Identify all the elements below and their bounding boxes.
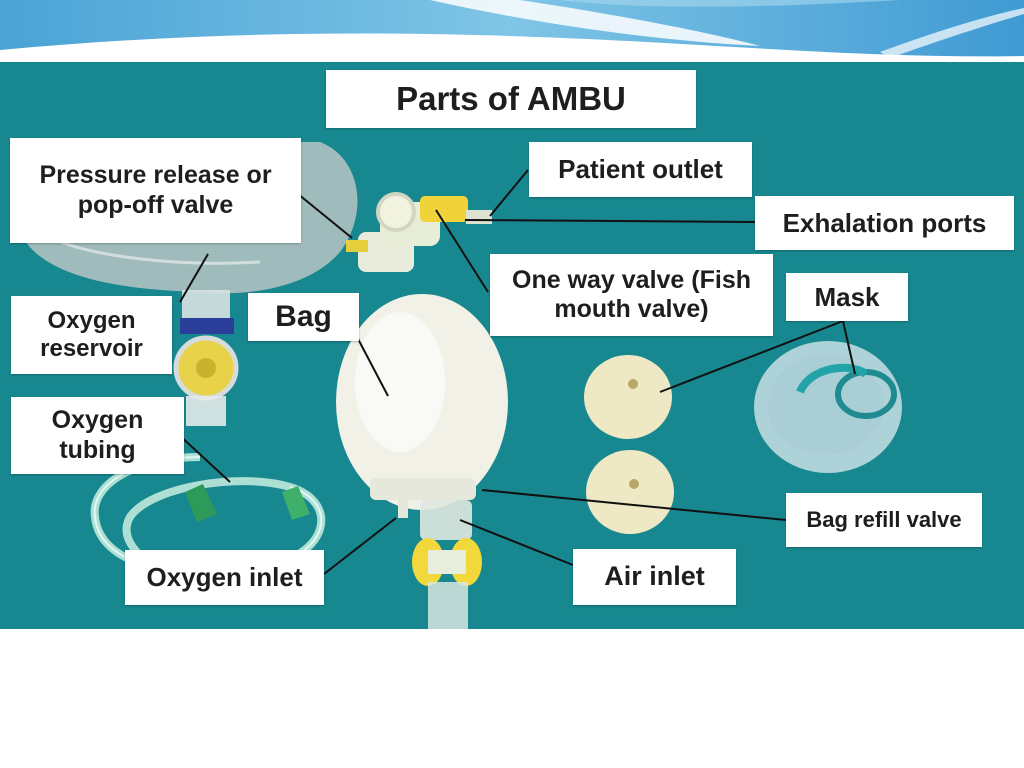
pressure-release-valve-label: Pressure release or pop-off valve (10, 138, 301, 243)
oxygen-tubing-label: Oxygen tubing (11, 397, 184, 474)
air-inlet-label: Air inlet (573, 549, 736, 605)
exhalation-ports-label: Exhalation ports (755, 196, 1014, 250)
oxygen-inlet-label: Oxygen inlet (125, 550, 324, 605)
oxygen-reservoir-label: Oxygen reservoir (11, 296, 172, 374)
header-wave-band (0, 0, 1024, 62)
mask-label: Mask (786, 273, 908, 321)
bag-label: Bag (248, 293, 359, 341)
bag-refill-valve-label: Bag refill valve (786, 493, 982, 547)
one-way-valve-label: One way valve (Fish mouth valve) (490, 254, 773, 336)
patient-outlet-label: Patient outlet (529, 142, 752, 197)
slide-title: Parts of AMBU (326, 70, 696, 128)
ambu-parts-photo: Parts of AMBU Pressure release or pop-of… (0, 62, 1024, 629)
